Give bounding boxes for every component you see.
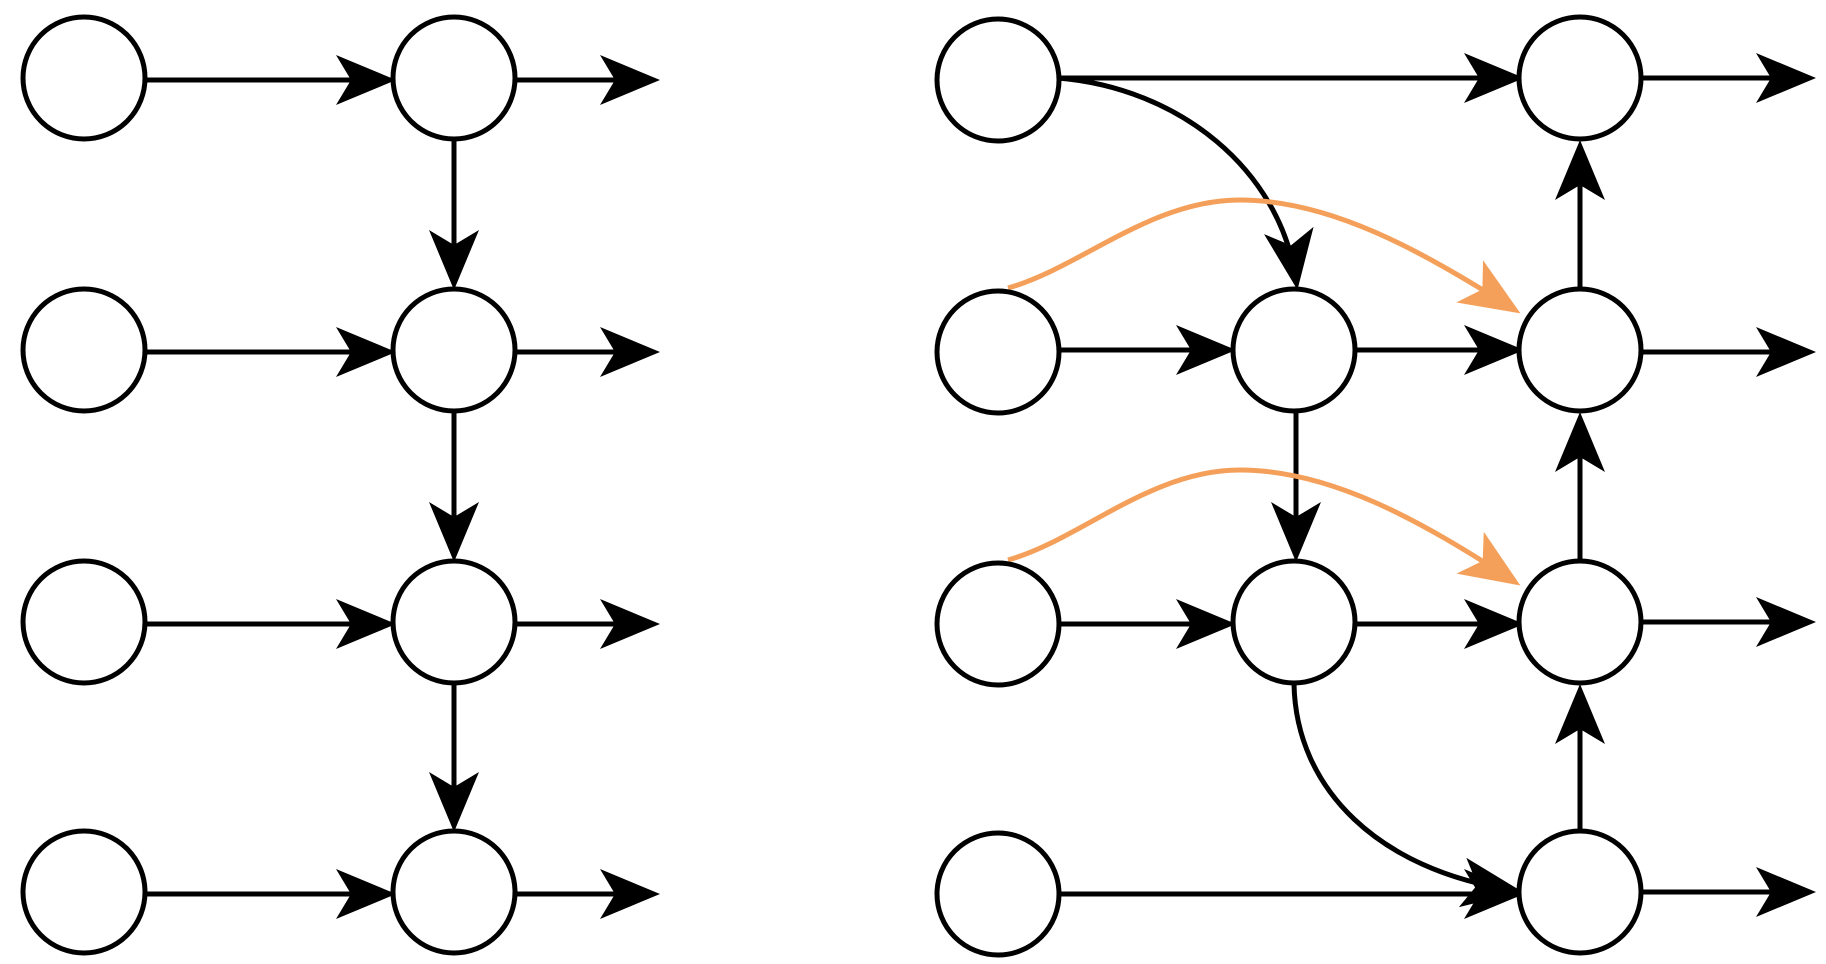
node-c4 — [934, 830, 1062, 958]
node-c1 — [934, 16, 1062, 144]
node-a4 — [20, 828, 148, 956]
node-e1 — [1516, 14, 1644, 142]
node-b3 — [390, 558, 518, 686]
node-e2 — [1516, 286, 1644, 414]
edge-d3-e4 — [1291, 683, 1522, 908]
node-b1 — [390, 14, 518, 142]
node-b4 — [390, 828, 518, 956]
right-diagram — [934, 14, 1816, 958]
edge-c2-e2-accent — [1007, 197, 1521, 314]
node-a3 — [20, 558, 148, 686]
left-diagram — [20, 14, 660, 956]
edge-c1-d2 — [1057, 75, 1314, 290]
node-d2 — [1230, 286, 1358, 414]
node-d3 — [1230, 558, 1358, 686]
node-c3 — [934, 560, 1062, 688]
node-e3 — [1516, 558, 1644, 686]
node-c2 — [934, 288, 1062, 416]
node-a1 — [20, 14, 148, 142]
node-b2 — [390, 286, 518, 414]
node-a2 — [20, 286, 148, 414]
edge-c3-e3-accent — [1007, 467, 1521, 586]
node-e4 — [1516, 828, 1644, 956]
